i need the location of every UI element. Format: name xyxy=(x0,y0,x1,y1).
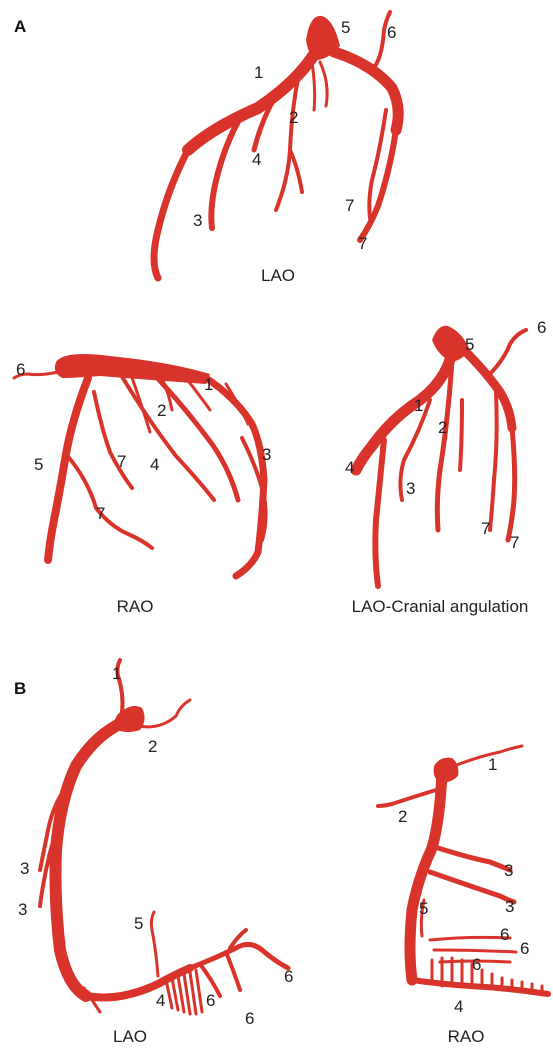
rao-label-7b: 7 xyxy=(96,504,105,523)
lao-label-3: 3 xyxy=(193,211,202,230)
blao-label-3a: 3 xyxy=(20,859,29,878)
lao-label-7a: 7 xyxy=(345,196,354,215)
panel-b-rao-view: 1 2 3 3 5 6 6 6 4 RAO xyxy=(378,746,548,1046)
panel-a-letter: A xyxy=(14,17,26,36)
rao-label-7a: 7 xyxy=(117,452,126,471)
laoc-obtuse-marginal-vessel xyxy=(508,428,515,540)
brao-label-1: 1 xyxy=(488,755,497,774)
panel-a-lao-view: 1 2 3 4 5 6 7 7 LAO xyxy=(154,12,398,285)
brao-label-4: 4 xyxy=(454,997,463,1016)
blao-label-1: 1 xyxy=(112,664,121,683)
laoc-lad-vessel xyxy=(356,352,452,470)
rao-obtuse-marginal-2-vessel xyxy=(94,392,132,488)
panel-b-lao-view: 1 2 3 3 5 6 6 6 4 LAO xyxy=(18,660,293,1046)
lao-lad-vessel xyxy=(188,48,318,150)
brao-label-6b: 6 xyxy=(520,939,529,958)
lao-caption: LAO xyxy=(261,266,295,285)
rao-label-3: 3 xyxy=(262,445,271,464)
brao-label-2: 2 xyxy=(398,807,407,826)
rao-caption: RAO xyxy=(117,597,154,616)
brao-label-6c: 6 xyxy=(472,955,481,974)
brao-label-6a: 6 xyxy=(500,925,509,944)
laoc-ramus-vessel xyxy=(488,330,526,376)
blao-caption: LAO xyxy=(113,1027,147,1046)
laoc-label-6: 6 xyxy=(537,318,546,337)
brao-sinus-node-vessel xyxy=(378,790,436,806)
blao-rca-proximal-vessel xyxy=(56,722,125,996)
panel-b-letter: B xyxy=(14,679,26,698)
rao-label-2: 2 xyxy=(157,401,166,420)
lao-label-2: 2 xyxy=(289,108,298,127)
rao-label-5: 5 xyxy=(34,455,43,474)
rao-lad-vessel xyxy=(206,378,264,576)
rao-label-4: 4 xyxy=(150,455,159,474)
blao-label-6b: 6 xyxy=(206,991,215,1010)
rao-label-6: 6 xyxy=(16,360,25,379)
blao-av-node-vessel xyxy=(151,912,158,976)
blao-label-6a: 6 xyxy=(284,967,293,986)
lao-label-4: 4 xyxy=(252,150,261,169)
laoc-lad-distal-vessel xyxy=(375,440,384,586)
panel-a-lao-cranial-view: 6 5 1 2 4 3 7 7 LAO-Cranial angulation xyxy=(345,318,546,616)
brao-label-3b: 3 xyxy=(505,897,514,916)
blao-label-3b: 3 xyxy=(18,900,27,919)
brao-label-3a: 3 xyxy=(504,861,513,880)
lao-label-1: 1 xyxy=(254,63,263,82)
lao-label-7b: 7 xyxy=(358,234,367,253)
laoc-label-3: 3 xyxy=(406,479,415,498)
laoc-circumflex-vessel xyxy=(466,352,512,428)
blao-label-2: 2 xyxy=(148,737,157,756)
rao-label-1: 1 xyxy=(204,375,213,394)
blao-label-5: 5 xyxy=(134,914,143,933)
blao-sinus-node-vessel xyxy=(138,700,190,727)
laoc-label-7b: 7 xyxy=(510,533,519,552)
laoc-label-2: 2 xyxy=(438,418,447,437)
laoc-caption: LAO-Cranial angulation xyxy=(352,597,529,616)
brao-caption: RAO xyxy=(448,1027,485,1046)
laoc-label-4: 4 xyxy=(345,458,354,477)
laoc-label-7a: 7 xyxy=(481,519,490,538)
panel-a-rao-view: 6 1 2 3 4 5 7 7 RAO xyxy=(14,354,271,616)
laoc-label-1: 1 xyxy=(414,396,423,415)
brao-label-5: 5 xyxy=(419,899,428,918)
laoc-label-5: 5 xyxy=(465,335,474,354)
lao-lad-distal-vessel xyxy=(154,150,188,278)
blao-label-4: 4 xyxy=(156,991,165,1010)
rao-obtuse-marginal-vessel xyxy=(66,454,152,548)
lao-label-6: 6 xyxy=(387,23,396,42)
brao-acute-marginal-vessel xyxy=(430,848,514,902)
lao-circumflex-vessel xyxy=(334,52,398,130)
laoc-obtuse-marginal-2-vessel xyxy=(490,392,497,530)
rao-circumflex-vessel xyxy=(48,378,88,560)
lao-label-5: 5 xyxy=(341,18,350,37)
blao-label-6c: 6 xyxy=(245,1009,254,1028)
blao-posterolateral-vessel xyxy=(190,944,288,968)
lao-septal-2-vessel xyxy=(312,62,327,110)
